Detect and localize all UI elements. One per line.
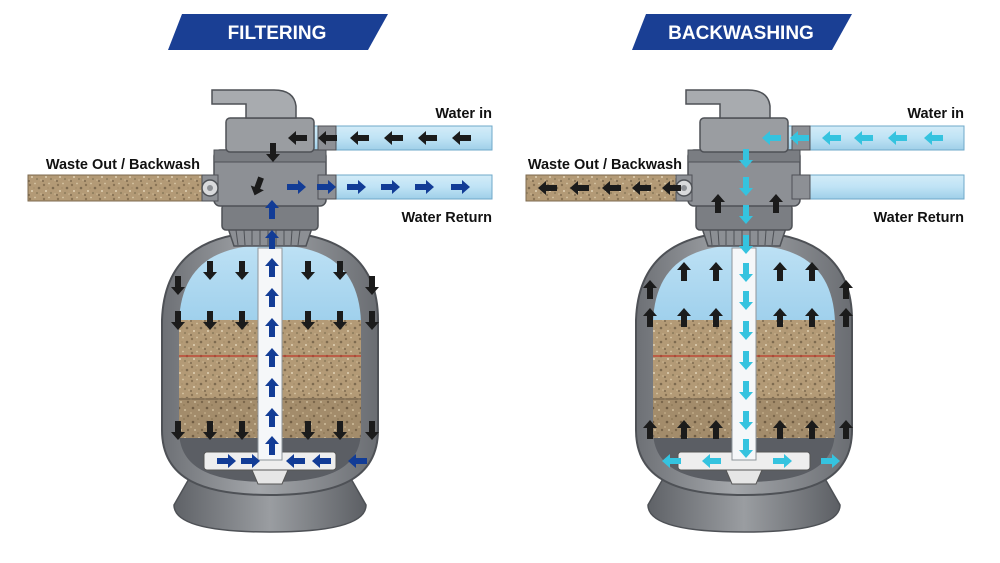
backwashing-title: BACKWASHING [668,23,814,44]
panel-backwashing: BACKWASHING Water in Waste Out / Backwas… [525,14,965,532]
filtering-title: FILTERING [228,23,327,44]
waste-out-label: Waste Out / Backwash [528,157,682,173]
backwashing-banner [632,14,852,50]
water-return-label: Water Return [874,210,965,226]
waste-out-label: Waste Out / Backwash [46,157,200,173]
water-in-label: Water in [435,106,492,122]
water-in-label: Water in [907,106,964,122]
panel-filtering: FILTERING Water in Waste Out / Backwash … [27,14,493,532]
filtering-banner [168,14,388,50]
waste-out-pipe [27,174,225,202]
water-return-label: Water Return [402,210,493,226]
